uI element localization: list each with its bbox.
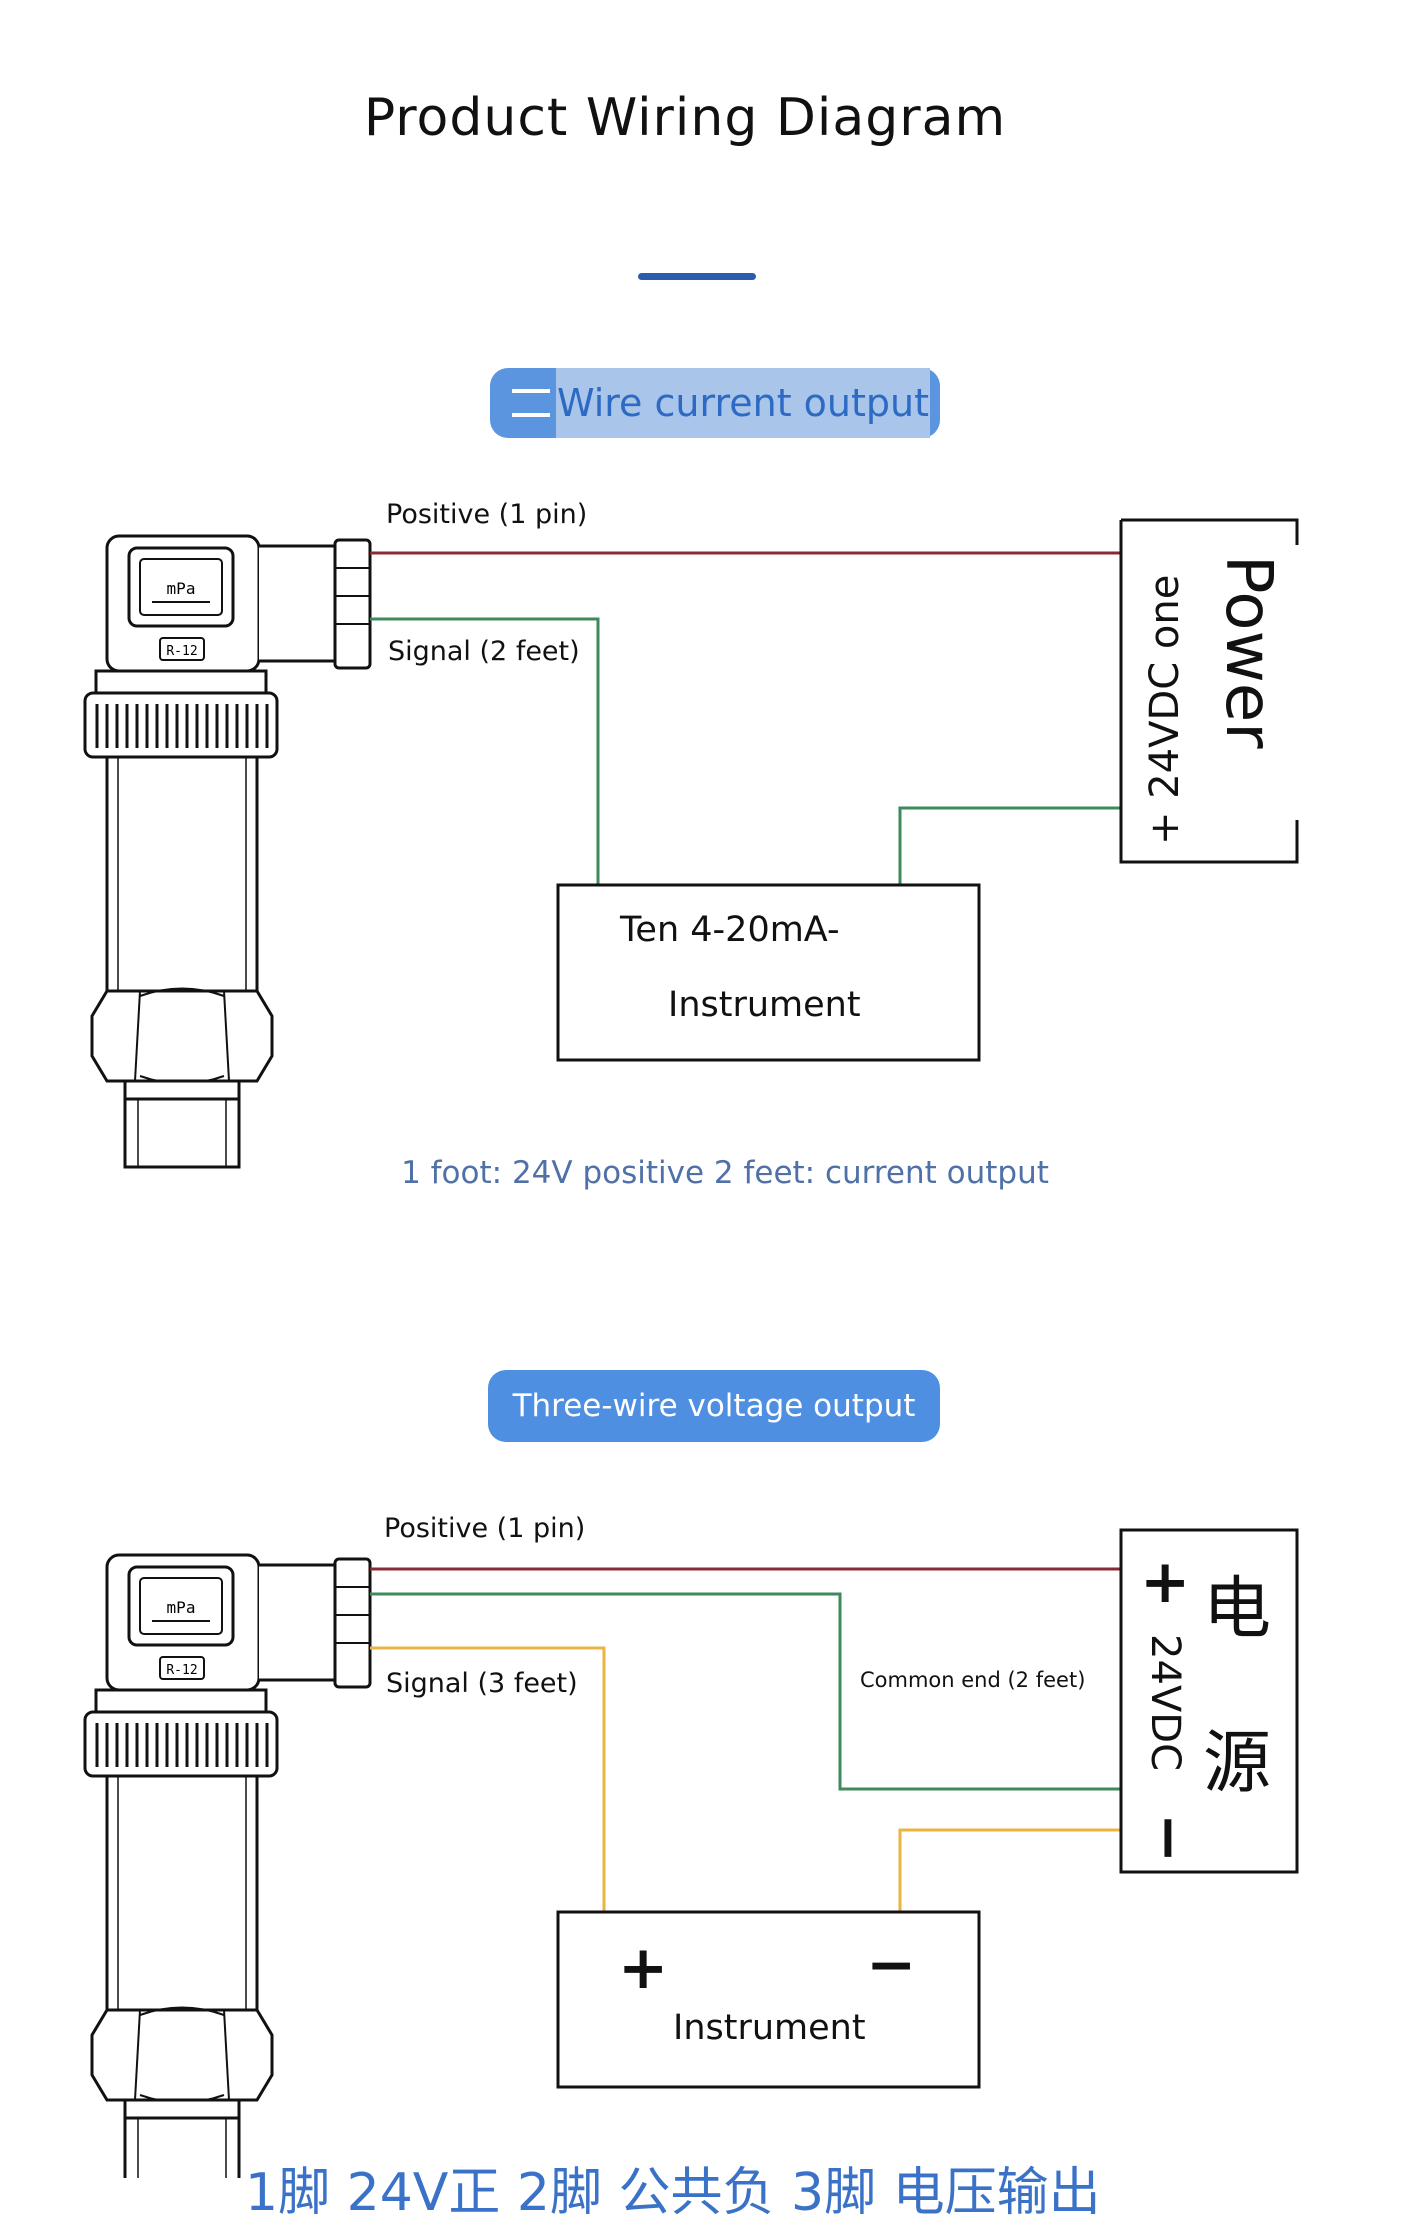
power-voltage-label-2: 24VDC <box>1142 1634 1188 1771</box>
section-2-badge: Three-wire voltage output <box>488 1370 940 1442</box>
title-divider <box>638 273 756 280</box>
return-wire <box>898 806 1121 885</box>
instrument-label-2: Instrument <box>673 2008 866 2048</box>
instrument-line-2: Instrument <box>668 985 861 1025</box>
instrument-box <box>556 883 981 1062</box>
power-char-1: 电 <box>1203 1570 1272 1649</box>
power-char-2: 源 <box>1203 1724 1272 1803</box>
common-wire <box>370 1592 1121 1791</box>
signal-wire <box>370 617 600 885</box>
instrument-line-1: Ten 4-20mA- <box>620 910 840 950</box>
pressure-transmitter-icon-2 <box>83 1553 372 2178</box>
pressure-transmitter-icon <box>83 534 372 1169</box>
power-label: Power <box>1211 555 1285 749</box>
power-plus-sign: + <box>1140 1547 1191 1617</box>
power-box <box>1119 520 1299 864</box>
common-wire-label: Common end (2 feet) <box>860 1668 1086 1692</box>
section-2-caption-partial: 1脚 24V正 2脚 公共负 3脚 电压输出 <box>245 2163 1101 2223</box>
signal-wire-label: Signal (2 feet) <box>388 636 580 667</box>
section-1-badge-label: Wire current output <box>556 381 930 425</box>
power-minus-sign: − <box>1134 1812 1205 1864</box>
power-box-2 <box>1119 1528 1299 1874</box>
positive-wire-label-2: Positive (1 pin) <box>384 1513 586 1544</box>
page-title: Product Wiring Diagram <box>363 88 1007 148</box>
section-1-caption: 1 foot: 24V positive 2 feet: current out… <box>401 1155 1049 1191</box>
section-1-badge-highlight <box>556 368 930 438</box>
instrument-plus-sign: + <box>618 1933 669 2003</box>
instrument-box-2 <box>556 1910 981 2089</box>
signal-wire-label-2: Signal (3 feet) <box>386 1668 578 1699</box>
badge-bars-icon <box>512 389 550 417</box>
instrument-minus-sign: − <box>866 1930 917 2000</box>
positive-wire-label: Positive (1 pin) <box>386 499 588 530</box>
signal-wire-2 <box>370 1646 606 1912</box>
power-voltage-label: + 24VDC one <box>1142 574 1188 845</box>
wiring-diagram-canvas: mPa R-12 <box>83 518 1299 2178</box>
return-wire-2 <box>898 1828 1121 1912</box>
